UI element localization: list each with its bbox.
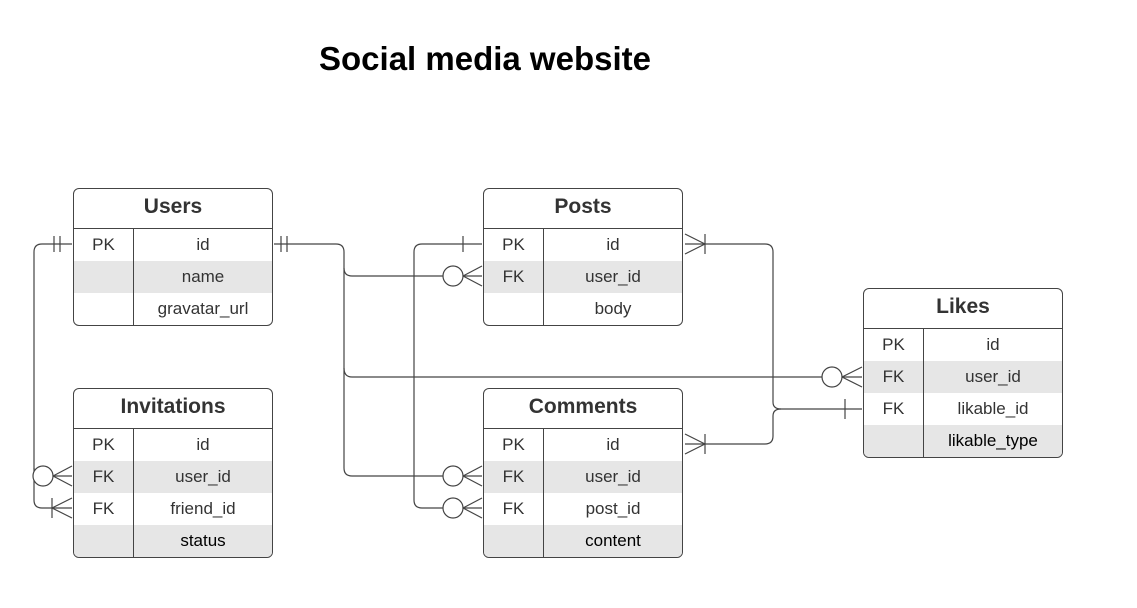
field-cell: content	[585, 531, 641, 550]
key-cell	[74, 261, 134, 293]
entity-row: FK user_id	[484, 461, 682, 493]
field-cell: likable_id	[957, 399, 1029, 418]
field-cell: status	[180, 531, 226, 550]
key-cell: PK	[484, 429, 544, 461]
field-cell: id	[606, 235, 620, 254]
key-cell: PK	[484, 229, 544, 261]
entity-row: name	[74, 261, 272, 293]
entity-likes[interactable]: Likes PK id FK user_id FK likable_id lik…	[863, 288, 1063, 458]
field-cell: id	[196, 235, 210, 254]
entity-posts[interactable]: Posts PK id FK user_id body	[483, 188, 683, 326]
rel-users-invitations	[32, 236, 73, 519]
field-cell: user_id	[585, 467, 641, 486]
entity-row: PK id	[74, 429, 272, 461]
entity-row: content	[484, 525, 682, 557]
entity-title: Comments	[484, 389, 682, 429]
field-cell: friend_id	[170, 499, 236, 518]
field-cell: post_id	[585, 499, 641, 518]
key-cell: FK	[864, 361, 924, 393]
entity-row: gravatar_url	[74, 293, 272, 325]
entity-title: Posts	[484, 189, 682, 229]
field-cell: id	[196, 435, 210, 454]
entity-row: likable_type	[864, 425, 1062, 457]
entity-users[interactable]: Users PK id name gravatar_url	[73, 188, 273, 326]
diagram-title: Social media website	[319, 40, 651, 77]
entity-row: PK id	[864, 329, 1062, 361]
field-cell: gravatar_url	[157, 299, 249, 318]
key-cell: PK	[864, 329, 924, 361]
key-cell	[74, 293, 134, 325]
key-cell: FK	[74, 461, 134, 493]
key-cell: FK	[864, 393, 924, 425]
entity-row: body	[484, 293, 682, 325]
entity-row: FK likable_id	[864, 393, 1062, 425]
field-cell: user_id	[175, 467, 231, 486]
entity-row: FK user_id	[864, 361, 1062, 393]
field-cell: likable_type	[948, 431, 1038, 450]
field-cell: body	[594, 299, 632, 318]
field-cell: name	[181, 267, 225, 286]
entity-row: FK user_id	[74, 461, 272, 493]
entity-row: FK user_id	[484, 261, 682, 293]
entity-row: PK id	[484, 429, 682, 461]
rel-users-posts	[274, 236, 483, 287]
key-cell: FK	[484, 261, 544, 293]
field-cell: user_id	[585, 267, 641, 286]
field-cell: id	[986, 335, 1000, 354]
rel-likes-polymorphic	[684, 233, 862, 455]
key-cell: PK	[74, 429, 134, 461]
key-cell	[74, 525, 134, 557]
key-cell	[484, 293, 544, 325]
entity-title: Invitations	[74, 389, 272, 429]
rel-users-comments	[343, 268, 483, 487]
entity-row: status	[74, 525, 272, 557]
entity-comments[interactable]: Comments PK id FK user_id FK post_id con…	[483, 388, 683, 558]
field-cell: id	[606, 435, 620, 454]
entity-row: PK id	[484, 229, 682, 261]
key-cell: FK	[484, 493, 544, 525]
entity-invitations[interactable]: Invitations PK id FK user_id FK friend_i…	[73, 388, 273, 558]
entity-row: PK id	[74, 229, 272, 261]
key-cell: FK	[484, 461, 544, 493]
key-cell	[864, 425, 924, 457]
field-cell: user_id	[965, 367, 1021, 386]
key-cell: FK	[74, 493, 134, 525]
entity-row: FK friend_id	[74, 493, 272, 525]
entity-title: Likes	[864, 289, 1062, 329]
entity-row: FK post_id	[484, 493, 682, 525]
key-cell	[484, 525, 544, 557]
entity-title: Users	[74, 189, 272, 229]
key-cell: PK	[74, 229, 134, 261]
rel-posts-comments	[413, 236, 483, 519]
rel-users-likes	[343, 366, 863, 388]
